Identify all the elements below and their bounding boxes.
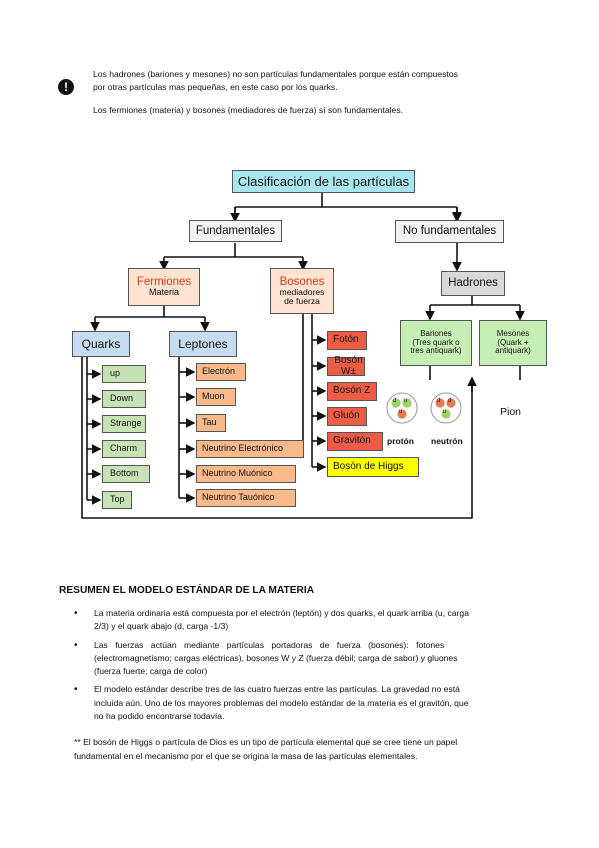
proton-quark-label: u [399,409,403,415]
lepton-item: Neutrino Electrónico [196,440,304,458]
leptones-box: Leptones [169,331,237,357]
quark-item: Top [102,491,132,509]
hadrones-label: Hadrones [448,277,498,290]
neutron-quark-label: u [443,409,447,415]
lepton-item: Neutrino Muónico [196,465,296,483]
bullet-line: Las fuerzas actúan mediante partículas p… [94,639,445,650]
bosones-sub-2: de fuerza [284,296,320,307]
boson-item: Bosón Z [327,382,377,401]
mesones-box: Mesones (Quark + antiquark) [479,320,547,366]
bullet-line: (electromagnetismo; cargas eléctricas), … [94,652,458,663]
neutron-quark-label: d [437,398,441,404]
quark-item: up [102,365,146,383]
quark-label: Bottom [110,468,139,479]
mesones-sub-1: (Quark + [497,337,529,347]
mesones-label: Mesones [496,329,530,339]
fermiones-label: Fermiones [136,276,192,289]
lepton-label: Neutrino Tauónico [202,492,275,503]
diagram-title: Clasificación de las partículas [237,173,410,189]
neutron-label: neutrón [431,436,463,446]
lepton-item: Electrón [196,363,246,381]
lepton-label: Tau [202,417,217,428]
lepton-label: Neutrino Muónico [202,468,273,479]
fundamentales-box: Fundamentales [189,220,282,242]
bariones-box: Bariones (Tres quark o tres antiquark) [400,320,472,366]
note-line-2: por otras partículas mas pequeñas, en es… [93,82,338,92]
lepton-label: Muon [202,391,225,402]
note-line-3: Los fermiones (materia) y bosones (media… [93,105,404,115]
bosones-box: Bosones mediadores de fuerza [270,268,334,314]
pion-label: Pion [500,406,522,418]
quarks-box: Quarks [72,331,130,357]
neutron-icon [430,392,462,424]
footnote-line-2: fundamental en el mecanismo por el que s… [74,751,418,761]
lepton-item: Tau [196,414,226,432]
bosones-sub-1: mediadores [279,287,325,298]
lepton-item: Muon [196,388,236,406]
title-box: Clasificación de las partículas [232,170,415,193]
quarks-label: Quarks [81,336,121,351]
boson-label: Fotón [333,334,359,346]
summary-heading: RESUMEN EL MODELO ESTÁNDAR DE LA MATERIA [59,585,315,596]
neutron-quark-label: d [448,398,452,404]
quark-label: Down [110,393,134,404]
fermiones-box: Fermiones Materia [128,268,200,306]
no-fundamentales-box: No fundamentales [395,220,504,243]
higgs-box: Bosón de Higgs [327,457,419,477]
bullet-line: (fuerza fuerte; carga de color) [94,666,208,677]
boson-item: Gluón [327,407,367,426]
no-fundamentales-label: No fundamentales [402,225,497,238]
proton-icon [386,392,418,424]
summary-list: La materia ordinaria está compuesta por … [74,607,549,723]
quark-label: Charm [110,443,138,454]
quark-item: Charm [102,440,146,458]
proton-quark-label: d [393,398,397,404]
footnote-line-1: ** El bosón de Higgs o partícula de Dios… [74,737,458,747]
boson-label: Gravitón [333,435,371,447]
lepton-item: Neutrino Tauónico [196,489,296,507]
bullet-line: incluida aún. Uno de los mayores problem… [94,697,469,708]
bullet-line: La materia ordinaria está compuesta por … [94,608,469,618]
bullet-materia: La materia ordinaria está compuesta por … [74,607,549,634]
warning-icon: ! [58,79,74,95]
quark-label: Strange [110,418,142,429]
boson-item: Bosón W± [327,355,365,377]
proton-quark-label: u [404,398,408,404]
quark-item: Strange [102,415,146,433]
mesones-sub-2: antiquark) [495,346,531,356]
bullet-modelo: El modelo estándar describe tres de las … [74,683,549,723]
boson-item: Gravitón [327,432,383,451]
hadrones-box: Hadrones [441,271,505,296]
bullet-fuerzas: Las fuerzas actúan mediante partículas p… [74,639,549,679]
bariones-sub-2: tres antiquark) [410,346,462,356]
boson-label: Bosón W± [334,355,363,377]
quark-item: Bottom [102,465,150,483]
quark-label: Top [110,494,125,505]
lepton-label: Electrón [202,366,236,377]
boson-item: Fotón [327,331,367,350]
leptones-label: Leptones [178,336,228,351]
quark-item: Down [102,390,146,408]
bullet-line: no ha podido encontrarse todavía. [94,711,225,722]
lepton-label: Neutrino Electrónico [202,443,284,454]
quark-label: up [110,368,121,379]
fermiones-sub: Materia [148,287,179,298]
boson-label: Gluón [333,410,360,422]
note-line-1: Los hadrones (bariones y mesones) no son… [93,69,458,79]
bosones-label: Bosones [279,275,325,288]
fundamentales-label: Fundamentales [195,224,276,237]
bullet-line: 2/3) y el quark abajo (d, carga -1/3) [94,621,229,632]
boson-label: Bosón Z [333,385,371,397]
bariones-label: Bariones [420,329,452,339]
bullet-line: El modelo estándar describe tres de las … [94,684,460,695]
bariones-sub-1: (Tres quark o [412,337,460,347]
higgs-label: Bosón de Higgs [333,460,404,472]
proton-label: protón [387,436,414,446]
